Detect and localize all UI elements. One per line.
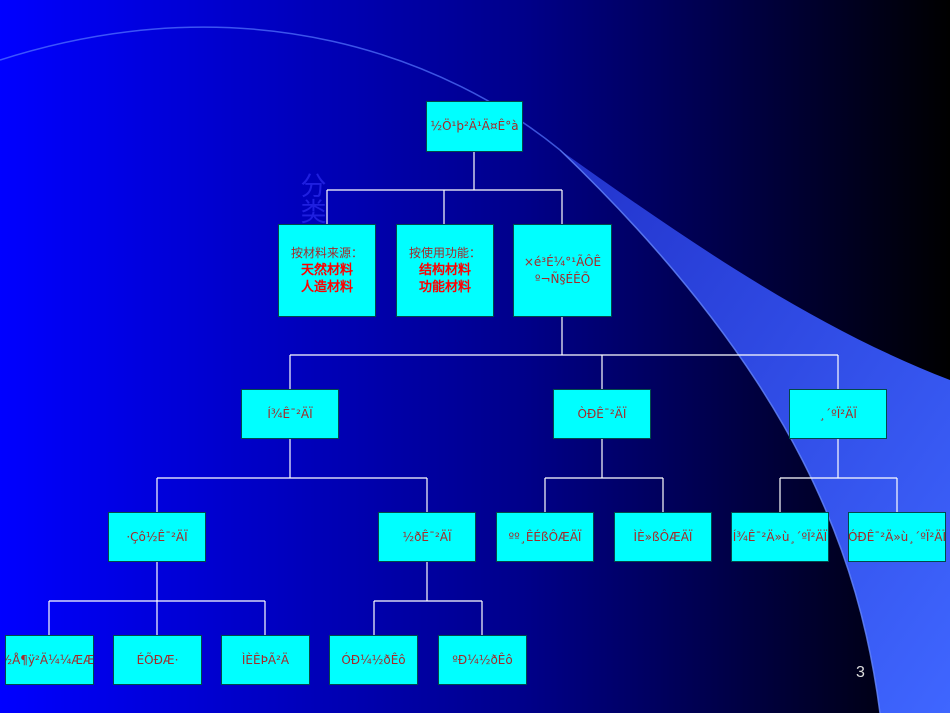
node-ferrous-b-label: ÉÕÐÆ· [136, 652, 179, 667]
node-ferrous-c-label: ÌÈÊÞÃ²Ä [241, 652, 290, 667]
node-polymer: ÌÈ»ßÔÆÄÏ [614, 512, 712, 562]
node-by-composition-line2: º¬Ñ§ÉÊÕ [534, 271, 591, 286]
decorative-swoosh [560, 150, 950, 713]
node-ferrous: ·Çô½Ê¯²ÄÏ [108, 512, 206, 562]
node-inorganic-label: ÒÐÊ¯²ÄÏ [577, 406, 627, 421]
node-nonferrous-a: ÓÐ¼½ðÊô [329, 635, 418, 685]
vertical-watermark-text: 分类 [296, 172, 326, 224]
node-nonferrous-a-label: ÓÐ¼½ðÊô [341, 652, 406, 667]
node-by-function-prefix: 按使用功能： [408, 246, 481, 260]
node-nonferrous-label: ½ðÊ¯²ÄÏ [402, 529, 452, 544]
node-nonferrous-b: ºÐ¼½ðÊô [438, 635, 527, 685]
node-ferrous-b: ÉÕÐÆ· [113, 635, 202, 685]
node-metal-based: Í¾Ê¯²Ä»ù¸´ºÏ²ÄÏ [731, 512, 829, 562]
node-inorganic: ÒÐÊ¯²ÄÏ [553, 389, 651, 439]
node-nonferrous-b-label: ºÐ¼½ðÊô [452, 652, 513, 667]
node-by-function: 按使用功能： 结构材料 功能材料 [396, 224, 494, 317]
node-by-composition-line1: ×é³É¼°¹ÃÔÊ [523, 254, 602, 269]
node-ferrous-a-label: ½Å¶ÿ²Ä¼¼ÆÆ· [5, 652, 94, 667]
node-ferrous-label: ·Çô½Ê¯²ÄÏ [126, 529, 188, 544]
node-by-source-prefix: 按材料来源： [290, 246, 363, 260]
node-composite-label: ¸´ºÏ²ÄÏ [819, 406, 857, 421]
node-ferrous-c: ÌÈÊÞÃ²Ä [221, 635, 310, 685]
node-ceramic: ºº¸ÊÉßÔÆÄÏ [496, 512, 594, 562]
node-polymer-label: ÌÈ»ßÔÆÄÏ [633, 529, 693, 544]
node-ferrous-a: ½Å¶ÿ²Ä¼¼ÆÆ· [5, 635, 94, 685]
page-number: 3 [856, 664, 865, 681]
node-by-source: 按材料来源： 天然材料 人造材料 [278, 224, 376, 317]
node-root: ½Ö¹þ²Ä¹Ä¤Ê°à [426, 101, 523, 152]
node-nonmetal-based-label: ÓÐÊ¯²Ä»ù¸´ºÏ²ÄÏ [848, 529, 946, 544]
node-metal: Í¾Ê¯²ÄÏ [241, 389, 339, 439]
node-nonmetal-based: ÓÐÊ¯²Ä»ù¸´ºÏ²ÄÏ [848, 512, 946, 562]
node-metal-based-label: Í¾Ê¯²Ä»ù¸´ºÏ²ÄÏ [732, 529, 828, 544]
node-by-composition: ×é³É¼°¹ÃÔÊ º¬Ñ§ÉÊÕ [513, 224, 612, 317]
node-ceramic-label: ºº¸ÊÉßÔÆÄÏ [508, 529, 582, 544]
node-by-function-item1: 结构材料 [418, 263, 471, 278]
node-composite: ¸´ºÏ²ÄÏ [789, 389, 887, 439]
node-by-function-item2: 功能材料 [418, 280, 471, 295]
node-by-source-item2: 人造材料 [300, 280, 353, 295]
node-metal-label: Í¾Ê¯²ÄÏ [267, 406, 313, 421]
node-nonferrous: ½ðÊ¯²ÄÏ [378, 512, 476, 562]
node-by-source-item1: 天然材料 [300, 263, 353, 278]
node-root-label: ½Ö¹þ²Ä¹Ä¤Ê°à [430, 119, 519, 133]
